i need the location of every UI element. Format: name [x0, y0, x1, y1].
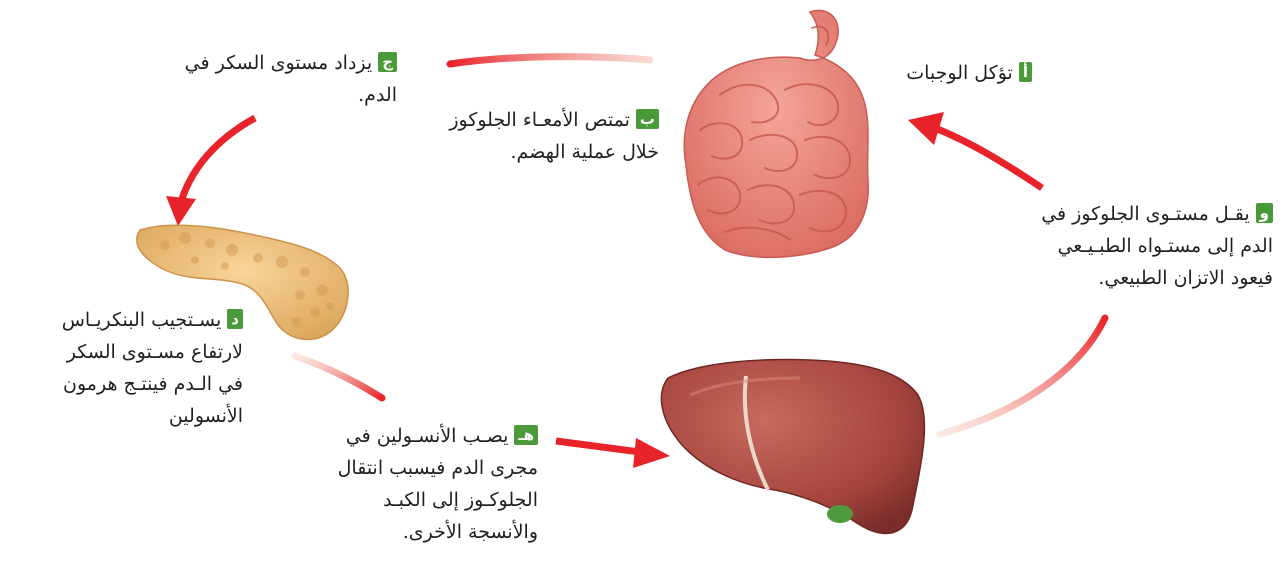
step-f-line-2: الدم إلى مستـواه الطبـيـعي — [1041, 230, 1273, 262]
step-c-line-1: يزداد مستوى السكر في — [185, 52, 373, 74]
arrow-blood-to-liver — [556, 438, 670, 468]
step-e-line-3: الجلوكـوز إلى الكبـد — [338, 484, 538, 516]
step-d-line-2: لارتفاع مسـتوى السكر — [62, 336, 243, 368]
step-e-badge: هـ — [514, 425, 538, 445]
step-e-insulin-released: هـيصـب الأنسـولين في مجرى الدم فيسبب انت… — [338, 420, 538, 548]
liver-illustration — [661, 360, 924, 534]
step-d-badge: د — [227, 309, 243, 329]
step-d-pancreas-responds: ديسـتجيب البنكريـاس لارتفاع مسـتوى السكر… — [62, 304, 243, 432]
step-c-line-2: الدم. — [185, 79, 397, 111]
arrow-normal-to-intestine — [908, 112, 1042, 188]
step-e-line-2: مجرى الدم فيسبب انتقال — [338, 452, 538, 484]
step-c-blood-sugar-rises: جيزداد مستوى السكر في الدم. — [185, 47, 397, 111]
step-b-line-1: تمتص الأمعـاء الجلوكوز — [449, 109, 630, 131]
step-f-badge: و — [1256, 203, 1273, 223]
step-e-line-1: يصـب الأنسـولين في — [346, 425, 509, 447]
step-b-badge: ب — [636, 109, 659, 129]
step-a-badge: أ — [1019, 62, 1032, 82]
step-c-badge: ج — [378, 52, 397, 72]
step-a-line-1: تؤكل الوجبات — [906, 62, 1013, 84]
small-intestine-illustration — [684, 10, 868, 257]
step-b-intestine-absorbs: ب تمتص الأمعـاء الجلوكوز خلال عملية الهضم… — [449, 104, 659, 168]
step-d-line-1: يسـتجيب البنكريـاس — [62, 309, 222, 331]
step-e-line-4: والأنسجة الأخرى. — [338, 516, 538, 548]
arrow-liver-to-normal — [940, 318, 1105, 434]
arrow-intestine-to-blood — [450, 57, 650, 64]
step-b-line-2: خلال عملية الهضم. — [449, 136, 659, 168]
step-d-line-3: في الـدم فينتـج هرمون — [62, 368, 243, 400]
step-f-line-1: يقـل مستـوى الجلوكوز في — [1041, 203, 1249, 225]
arrow-blood-to-pancreas — [166, 118, 255, 226]
arrow-pancreas-to-blood — [295, 356, 382, 398]
step-d-line-4: الأنسولين — [62, 400, 243, 432]
step-f-line-3: فيعود الاتزان الطبيعي. — [1041, 262, 1273, 294]
step-f-glucose-normal: و يقـل مستـوى الجلوكوز في الدم إلى مستـوا… — [1041, 198, 1273, 294]
step-a-meals-eaten: أ تؤكل الوجبات — [906, 57, 1032, 89]
